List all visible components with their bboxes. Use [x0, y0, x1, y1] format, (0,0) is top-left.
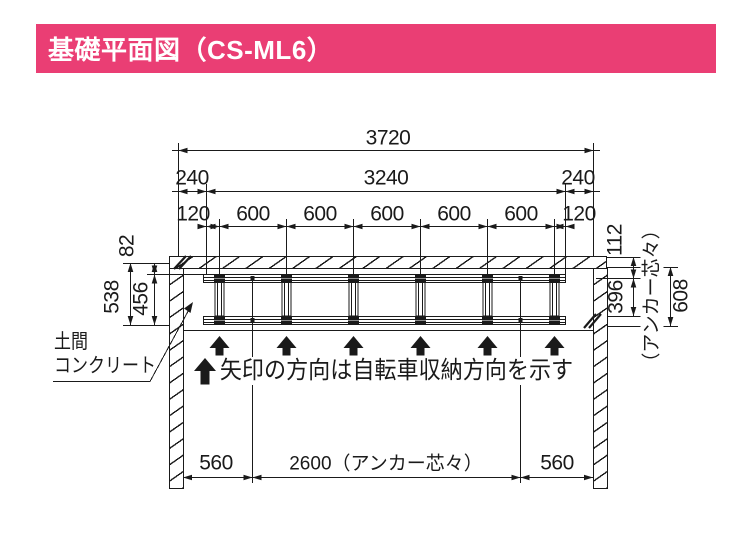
- anchor-plate: [549, 278, 560, 283]
- anchor-plate: [214, 320, 225, 324]
- anchor-plate: [281, 278, 292, 283]
- rack-post: [281, 282, 292, 317]
- storage-direction-arrow-icon: [343, 336, 364, 356]
- dim-left-overall: 538: [100, 280, 124, 314]
- dimension-lines: [130, 150, 671, 478]
- anchor-plate: [415, 278, 426, 283]
- anchor-plate: [415, 320, 426, 324]
- anchor-plate: [348, 278, 359, 283]
- leader-arrowhead-icon: [184, 302, 193, 313]
- dim-bay-1: 600: [236, 202, 270, 226]
- anchor-plate: [348, 316, 359, 320]
- anchor-plate: [214, 274, 225, 278]
- rack-post: [482, 282, 493, 317]
- storage-direction-arrow-icon: [544, 336, 565, 356]
- slab-right-wall: [593, 268, 608, 489]
- storage-direction-note: 矢印の方向は自転車収納方向を示す: [218, 357, 575, 385]
- dim-bay-2: 600: [303, 202, 337, 226]
- slab-left-wall: [169, 268, 184, 489]
- anchor-plate: [281, 316, 292, 320]
- dim-inner-width: 3240: [363, 166, 409, 190]
- anchor-plate: [214, 278, 225, 283]
- dim-anchor-span: 2600（アンカー芯々）: [289, 453, 483, 475]
- dim-total-width: 3720: [365, 126, 411, 150]
- concrete-hatch-marks: [173, 255, 602, 329]
- dim-edge-to-rail: 82: [115, 234, 139, 258]
- anchor-plate: [415, 316, 426, 320]
- rack-posts-and-arrows: [197, 219, 575, 356]
- anchor-plate: [482, 278, 493, 283]
- storage-direction-arrow-icon: [209, 336, 230, 356]
- anchor-plate: [549, 274, 560, 278]
- dim-bottom-right: 560: [540, 451, 574, 475]
- dim-left-end: 120: [176, 202, 210, 226]
- rack-rails: [183, 274, 593, 331]
- anchor-plate: [281, 320, 292, 324]
- storage-direction-arrow-icon: [410, 336, 431, 356]
- anchor-plate: [348, 274, 359, 278]
- dim-bay-5: 600: [504, 202, 538, 226]
- dimension-arrowheads: [127, 147, 674, 481]
- anchor-plate: [281, 274, 292, 278]
- slab-label-line2: コンクリート: [54, 355, 156, 377]
- dim-bay-3: 600: [370, 202, 404, 226]
- dim-right-margin: 240: [561, 166, 595, 190]
- storage-direction-arrow-icon: [477, 336, 498, 356]
- dim-bay-4: 600: [437, 202, 471, 226]
- concrete-leader-line: [53, 302, 193, 382]
- page-title: 基礎平面図（CS-ML6）: [48, 35, 334, 65]
- dim-anchor-to-anchor: 396: [604, 280, 628, 314]
- anchor-plate: [482, 320, 493, 324]
- rack-post: [549, 282, 560, 317]
- anchor-plate: [348, 320, 359, 324]
- extension-lines: [123, 143, 678, 483]
- storage-direction-arrow-icon: [276, 336, 297, 356]
- dim-left-margin: 240: [175, 166, 209, 190]
- dim-right-overall: 608: [669, 279, 693, 313]
- anchor-plate: [415, 274, 426, 278]
- slab-top-edge: [169, 256, 607, 269]
- slab-label-line1: 土間: [54, 331, 88, 353]
- anchor-plate: [482, 316, 493, 320]
- rack-post: [415, 282, 426, 317]
- anchor-pitch-note-vertical: （アンカー芯々）: [640, 219, 664, 373]
- dim-bottom-left: 560: [199, 451, 233, 475]
- rack-post: [214, 282, 225, 317]
- rack-post: [348, 282, 359, 317]
- dim-rail-to-rail: 456: [129, 282, 153, 316]
- anchor-plate: [549, 320, 560, 324]
- note-up-arrow-icon: [194, 358, 216, 385]
- anchor-plate: [549, 316, 560, 320]
- dim-edge-to-anchor: 112: [603, 224, 627, 256]
- dim-right-end: 120: [562, 202, 596, 226]
- anchor-plate: [482, 274, 493, 278]
- page-title-banner: 基礎平面図（CS-ML6）: [36, 24, 716, 73]
- anchor-plate: [214, 316, 225, 320]
